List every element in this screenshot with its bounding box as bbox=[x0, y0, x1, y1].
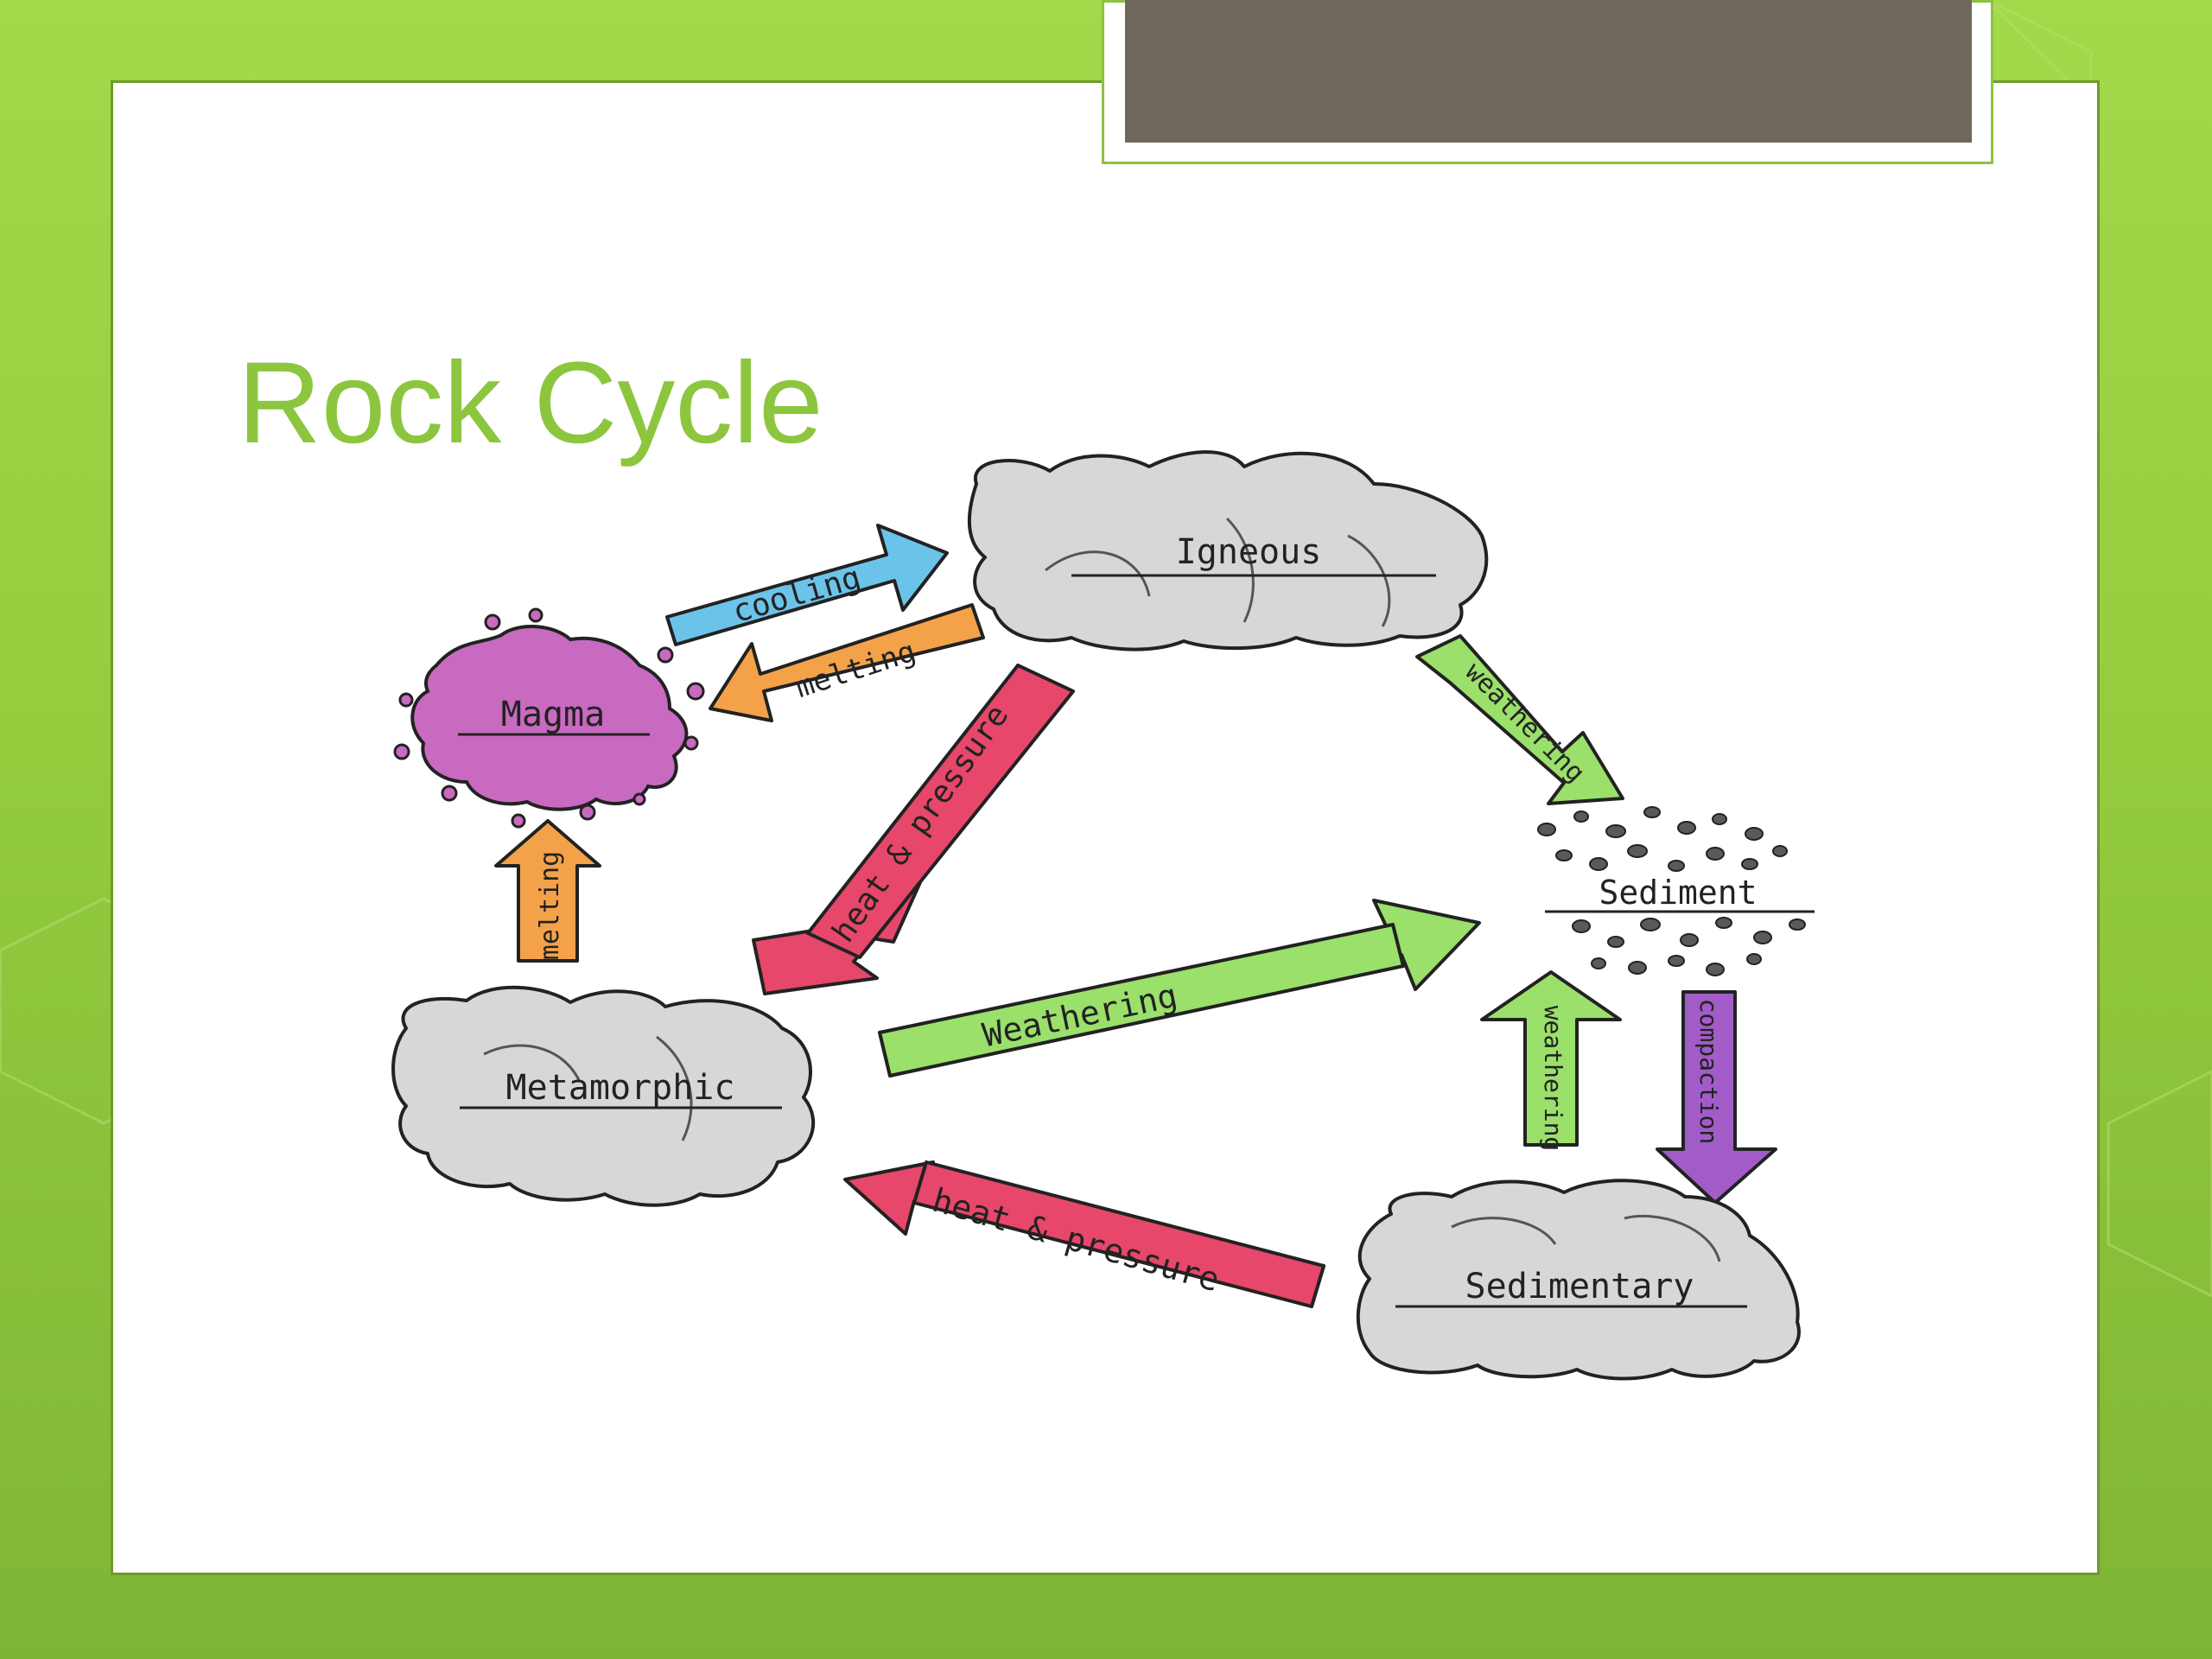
arrow-weathering-sedimentary: weathering bbox=[1482, 972, 1620, 1151]
magma-drop bbox=[658, 648, 672, 662]
weathering-metamorphic-label: Weathering bbox=[979, 976, 1180, 1055]
arrow-heat-pressure-diagonal: heat & pressure bbox=[753, 665, 1073, 994]
node-igneous: Igneous bbox=[969, 452, 1486, 649]
arrow-melting-left: melting bbox=[496, 821, 600, 961]
magma-drop bbox=[581, 805, 594, 819]
magma-drop bbox=[634, 794, 645, 804]
metamorphic-label: Metamorphic bbox=[506, 1068, 735, 1108]
node-sedimentary: Sedimentary bbox=[1358, 1180, 1799, 1378]
cooling-label: cooling bbox=[729, 560, 865, 630]
heat-pressure-diagonal-label: heat & pressure bbox=[825, 698, 1015, 949]
magma-drop bbox=[400, 694, 412, 706]
sedimentary-label: Sedimentary bbox=[1465, 1267, 1694, 1306]
weathering-sedimentary-label: weathering bbox=[1539, 1006, 1567, 1152]
igneous-label: Igneous bbox=[1176, 532, 1322, 572]
magma-drop bbox=[486, 615, 499, 629]
arrow-weathering-metamorphic: Weathering bbox=[880, 900, 1479, 1076]
magma-drop bbox=[530, 609, 542, 621]
node-magma: Magma bbox=[395, 609, 703, 827]
arrow-heat-pressure-bottom: heat & pressure bbox=[845, 1162, 1324, 1306]
magma-drop bbox=[442, 786, 456, 800]
arrow-weathering-igneous: weathering bbox=[1417, 636, 1623, 804]
sediment-label: Sediment bbox=[1599, 874, 1757, 912]
magma-label: Magma bbox=[501, 695, 605, 734]
magma-drop bbox=[685, 737, 697, 749]
node-sediment: Sediment bbox=[1538, 807, 1815, 976]
compaction-label: compaction bbox=[1694, 999, 1723, 1145]
node-metamorphic: Metamorphic bbox=[393, 988, 813, 1205]
magma-drop bbox=[395, 745, 409, 759]
magma-drop bbox=[688, 683, 703, 699]
melting-left-label: melting bbox=[535, 851, 565, 960]
magma-drop bbox=[512, 815, 524, 827]
weathering-igneous-label: weathering bbox=[1459, 657, 1590, 788]
arrow-compaction: compaction bbox=[1657, 992, 1776, 1203]
